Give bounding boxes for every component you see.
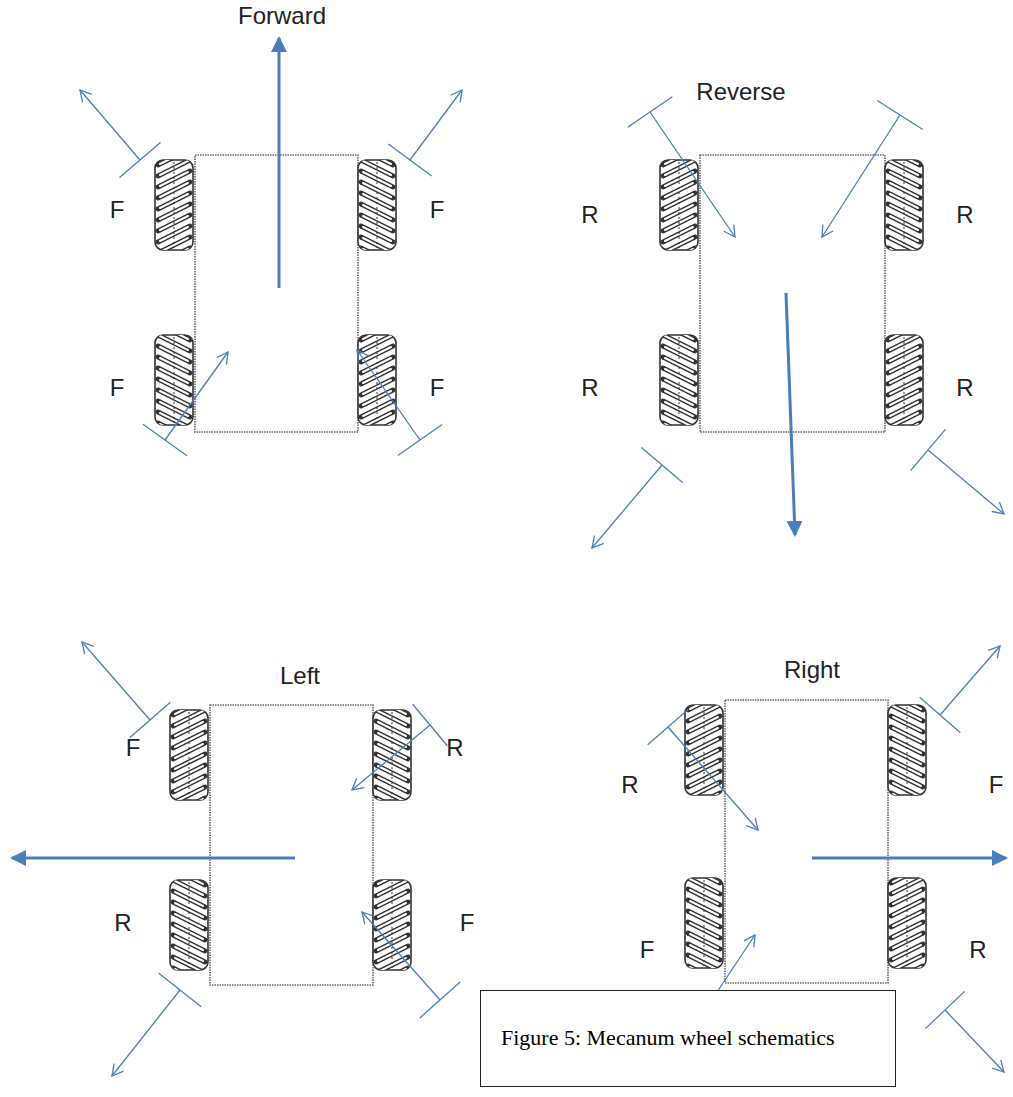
wheel-direction: F	[430, 198, 445, 222]
wheel-direction: R	[956, 376, 973, 400]
wheel-direction: F	[110, 376, 125, 400]
force-bar	[420, 982, 460, 1018]
mecanum-wheel	[885, 138, 923, 297]
mecanum-wheel	[155, 138, 193, 297]
force-arrow	[940, 646, 1000, 715]
force-arrow	[822, 115, 900, 237]
motion-arrow	[278, 38, 281, 288]
wheel-direction: R	[621, 773, 638, 797]
force-bar	[628, 97, 673, 127]
force-bar	[925, 991, 964, 1028]
mecanum-wheel	[373, 858, 411, 1017]
wheel-direction: R	[114, 911, 131, 935]
caption-box: Figure 5: Mecanum wheel schematics	[480, 990, 896, 1087]
force-arrow	[165, 352, 228, 440]
force-arrow	[650, 112, 735, 237]
force-bar	[159, 973, 201, 1006]
wheel-direction: F	[110, 198, 125, 222]
force-bar	[911, 429, 946, 470]
wheel-direction: F	[430, 376, 445, 400]
chassis-outline	[210, 705, 373, 985]
wheel-direction: R	[969, 938, 986, 962]
force-bar	[143, 424, 187, 455]
mecanum-wheel	[170, 858, 208, 1017]
force-arrow	[82, 642, 150, 720]
mecanum-wheel	[888, 683, 926, 842]
mecanum-wheel	[170, 688, 208, 847]
wheel-direction: F	[989, 773, 1004, 797]
force-bar	[388, 144, 431, 176]
wheel-direction: R	[581, 203, 598, 227]
force-arrow	[592, 465, 662, 548]
mecanum-wheel	[358, 313, 396, 472]
force-arrow	[668, 727, 758, 830]
wheel-direction: F	[640, 938, 655, 962]
mecanum-wheel	[660, 313, 698, 472]
chassis-outline	[725, 700, 888, 983]
force-arrow	[945, 1010, 1004, 1072]
force-arrow	[357, 350, 420, 440]
wheel-direction: R	[956, 203, 973, 227]
mecanum-wheel	[155, 313, 193, 472]
force-bar	[130, 702, 171, 737]
motion-arrow	[12, 857, 295, 860]
force-arrow	[928, 450, 1004, 514]
panel-title: Right	[784, 658, 840, 682]
panel-title: Reverse	[696, 80, 785, 104]
force-arrow	[410, 90, 462, 160]
force-arrow	[352, 725, 430, 790]
force-bar	[120, 142, 161, 177]
force-arrow	[80, 90, 140, 160]
wheel-direction: F	[126, 736, 141, 760]
wheel-direction: R	[446, 736, 463, 760]
force-bar	[648, 709, 689, 745]
mecanum-wheel	[885, 313, 923, 472]
force-bar	[398, 425, 442, 456]
wheel-direction: R	[581, 376, 598, 400]
force-bar	[877, 100, 922, 129]
motion-arrow	[812, 857, 1006, 860]
chassis-outline	[700, 155, 885, 432]
wheel-direction: F	[460, 911, 475, 935]
force-bar	[641, 448, 682, 483]
mecanum-wheel	[358, 138, 396, 297]
panel-title: Forward	[238, 4, 326, 28]
force-arrow	[362, 912, 440, 1000]
panel-title: Left	[280, 664, 320, 688]
mecanum-wheel	[685, 683, 723, 842]
force-arrow	[112, 990, 180, 1076]
figure-caption: Figure 5: Mecanum wheel schematics	[501, 1025, 895, 1051]
force-bar	[920, 697, 961, 732]
force-bar	[413, 704, 448, 745]
chassis-outline	[195, 155, 358, 432]
motion-arrow	[786, 293, 795, 535]
mecanum-wheel	[660, 138, 698, 297]
